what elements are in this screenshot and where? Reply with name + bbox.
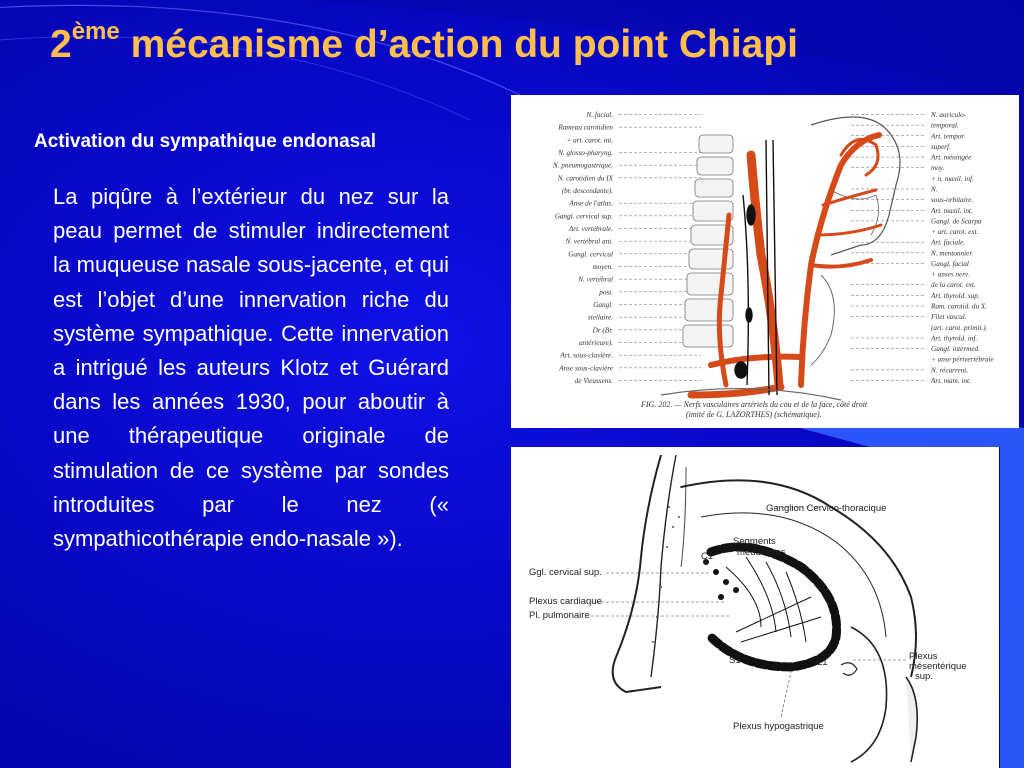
- label-plexus-cardiaque: Plexus cardiaque: [529, 596, 602, 607]
- neck-left-label: N. glosso-pharyng.: [557, 149, 613, 157]
- anatomy-figure-neck: N. facial. Rameau carotidien + art. carot.…: [511, 95, 1019, 428]
- neck-right-label: Art. maxil. int.: [930, 207, 973, 215]
- neck-right-label: Gangl. facial: [931, 260, 969, 268]
- figure-caption-line2: (imité de G. LAZORTHES) (schématique).: [686, 410, 822, 419]
- neck-right-label: Filet vascul.: [930, 313, 967, 321]
- anatomy-figure-sympathetic: Ganglion Cervico-thoracique Segments méd…: [511, 447, 999, 768]
- label-ggl-cervical: Ggl. cervical sup.: [529, 567, 602, 578]
- label-sup: sup.: [915, 671, 933, 682]
- neck-right-label: (art. carot. primit.).: [931, 324, 988, 332]
- neck-left-label: Anse sous-clavière: [558, 364, 614, 372]
- neck-right-label: N.: [930, 185, 938, 193]
- slide-subtitle: Activation du sympathique endonasal: [34, 131, 377, 152]
- left-label-column: N. facial. Rameau carotidien + art. carot.…: [552, 111, 701, 385]
- label-plexus: Plexus: [909, 651, 938, 662]
- neck-left-label: N. facial.: [585, 111, 613, 119]
- neck-right-label: N. mentonnier.: [930, 249, 973, 257]
- neck-nerves-drawing: N. facial. Rameau carotidien + art. carot.…: [552, 111, 995, 419]
- neck-left-label: Gangl. cervical sup.: [555, 212, 613, 220]
- neck-left-label: Rameau carotidien: [557, 124, 613, 132]
- neck-left-label: N. carotidien du IX: [557, 174, 614, 182]
- label-c1: C1: [701, 551, 713, 562]
- neck-right-label: N. récurrent.: [930, 366, 968, 374]
- title-superscript: ème: [71, 18, 120, 45]
- neck-left-label: stellaire.: [588, 314, 613, 322]
- title-text: mécanisme d’action du point Chiapi: [119, 23, 799, 66]
- neck-left-label: antérieure).: [579, 339, 613, 347]
- label-hypogastrique: Plexus hypogastrique: [733, 721, 824, 732]
- label-medullaires: médullaires: [737, 547, 786, 558]
- label-ganglion: Ganglion Cervico-thoracique: [766, 503, 886, 514]
- neck-right-label: Art. mam. int.: [930, 377, 971, 385]
- neck-right-label: de la carot. ext.: [931, 281, 976, 289]
- neck-left-label: + art. carot. int.: [566, 136, 613, 144]
- neck-right-label: superf.: [931, 143, 951, 151]
- neck-left-label: N. vertébral: [577, 276, 613, 284]
- label-l1: L1: [817, 657, 828, 668]
- label-mesenterique: mésentérique: [909, 661, 967, 672]
- neck-right-label: moy.: [931, 164, 945, 172]
- neck-right-label: N. auriculo-: [930, 111, 967, 119]
- neck-left-label: N. pneumogastrique.: [552, 162, 613, 170]
- neck-left-label: de Vieussens.: [575, 377, 613, 385]
- sympathetic-system-drawing: Ganglion Cervico-thoracique Segments méd…: [529, 454, 967, 763]
- neck-left-label: (br. descendante).: [562, 187, 613, 195]
- neck-right-label: Art. thyroïd. inf.: [930, 334, 977, 342]
- neck-right-label: + n. maxil. inf.: [931, 175, 974, 183]
- neck-left-label: Dr (Br.: [592, 326, 614, 334]
- neck-left-label: Art. sous-clavière.: [559, 352, 613, 360]
- neck-illustration: [660, 116, 901, 401]
- title-number: 2: [50, 23, 72, 66]
- slide-title: 2ème mécanisme d’action du point Chiapi: [50, 18, 799, 67]
- label-segments: Segments: [733, 536, 776, 547]
- neck-left-label: post.: [598, 288, 613, 296]
- label-pl-pulmonaire: Pl. pulmonaire: [529, 610, 590, 621]
- neck-right-label: Art. tempor.: [930, 132, 965, 140]
- neck-right-label: Art. méningée: [930, 154, 972, 162]
- neck-right-label: + art. carot. ext.: [931, 228, 979, 236]
- neck-left-label: Anse de l'atlas.: [568, 200, 613, 208]
- neck-right-label: Art. faciale.: [930, 239, 965, 247]
- neck-right-label: sous-orbitaire.: [931, 196, 973, 204]
- neck-right-label: + anse périvertébrale: [931, 356, 995, 364]
- body-paragraph: La piqûre à l’extérieur du nez sur la pe…: [53, 184, 449, 552]
- neck-right-label: temporal.: [931, 122, 959, 130]
- neck-right-label: Art. thyroïd. sup.: [930, 292, 980, 300]
- neck-right-label: Gangl. de Scarpa: [931, 217, 982, 225]
- figure-caption-line1: FIG. 202. — Nerfs vasculaires artériels …: [640, 400, 868, 409]
- neck-left-label: Gangl. cervical: [568, 250, 613, 258]
- right-label-column: N. auriculo-temporal. Art. tempor. superf.…: [851, 111, 995, 385]
- neck-right-label: Gangl. intermed.: [931, 345, 980, 353]
- neck-left-label: Gangl.: [593, 301, 613, 309]
- neck-right-label: Ram. carotid. du X.: [930, 303, 987, 311]
- neck-right-label: + anses nerv.: [931, 271, 970, 279]
- label-s1: S1: [729, 655, 741, 666]
- neck-left-label: moyen.: [592, 263, 613, 271]
- neck-left-label: Art. vertébrale.: [568, 225, 613, 233]
- neck-left-label: N. vertébral ant.: [564, 238, 613, 246]
